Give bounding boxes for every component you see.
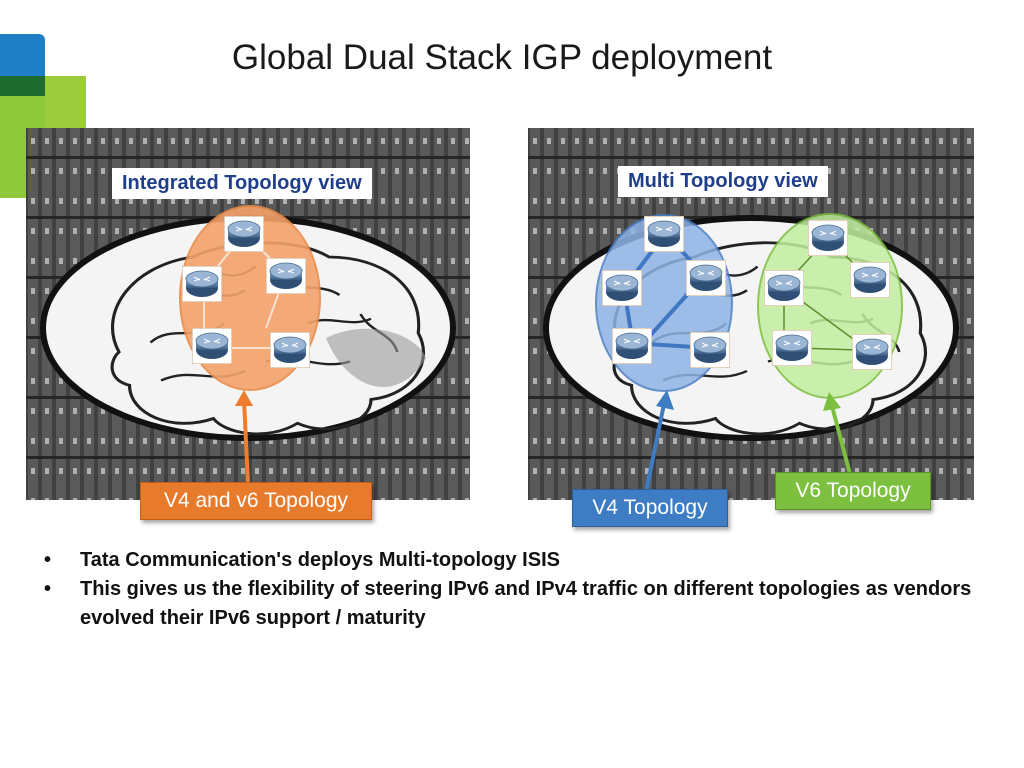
accent-bar-darkgreen (0, 76, 45, 96)
arrow-head-icon (823, 392, 841, 411)
integrated-topology-view-label: Integrated Topology view (112, 168, 372, 199)
integrated-topology-panel: Integrated Topology view (26, 128, 470, 500)
bullet-item: •Tata Communication's deploys Multi-topo… (44, 546, 974, 575)
router-icon (270, 332, 310, 368)
bullet-dot-icon: • (44, 578, 52, 600)
bullet-item: •This gives us the flexibility of steeri… (44, 575, 974, 633)
router-icon (182, 266, 222, 302)
multi-topology-diagram (528, 128, 974, 500)
router-icon (690, 332, 730, 368)
bullet-list: •Tata Communication's deploys Multi-topo… (44, 546, 974, 633)
router-icon (602, 270, 642, 306)
router-icon (852, 334, 892, 370)
integrated-topology-arrow (242, 399, 250, 485)
router-icon (686, 260, 726, 296)
v4-topology-label: V4 Topology (572, 489, 728, 527)
v4-and-v6-topology-label: V4 and v6 Topology (140, 482, 372, 520)
router-icon (266, 258, 306, 294)
router-icon (644, 216, 684, 252)
v4-topology-arrow (644, 403, 666, 493)
multi-topology-panel: Multi Topology view (528, 128, 974, 500)
router-icon (772, 330, 812, 366)
v6-topology-arrow (830, 405, 852, 475)
v6-topology-label: V6 Topology (775, 472, 931, 510)
bullet-dot-icon: • (44, 549, 52, 571)
router-icon (612, 328, 652, 364)
arrow-head-icon (656, 390, 674, 410)
router-icon (808, 220, 848, 256)
slide-title: Global Dual Stack IGP deployment (231, 38, 773, 77)
router-icon (224, 216, 264, 252)
router-icon (850, 262, 890, 298)
router-icon (192, 328, 232, 364)
accent-bar-blue (0, 34, 45, 76)
arrow-head-icon (235, 390, 253, 406)
multi-topology-view-label: Multi Topology view (618, 166, 828, 197)
router-icon (764, 270, 804, 306)
